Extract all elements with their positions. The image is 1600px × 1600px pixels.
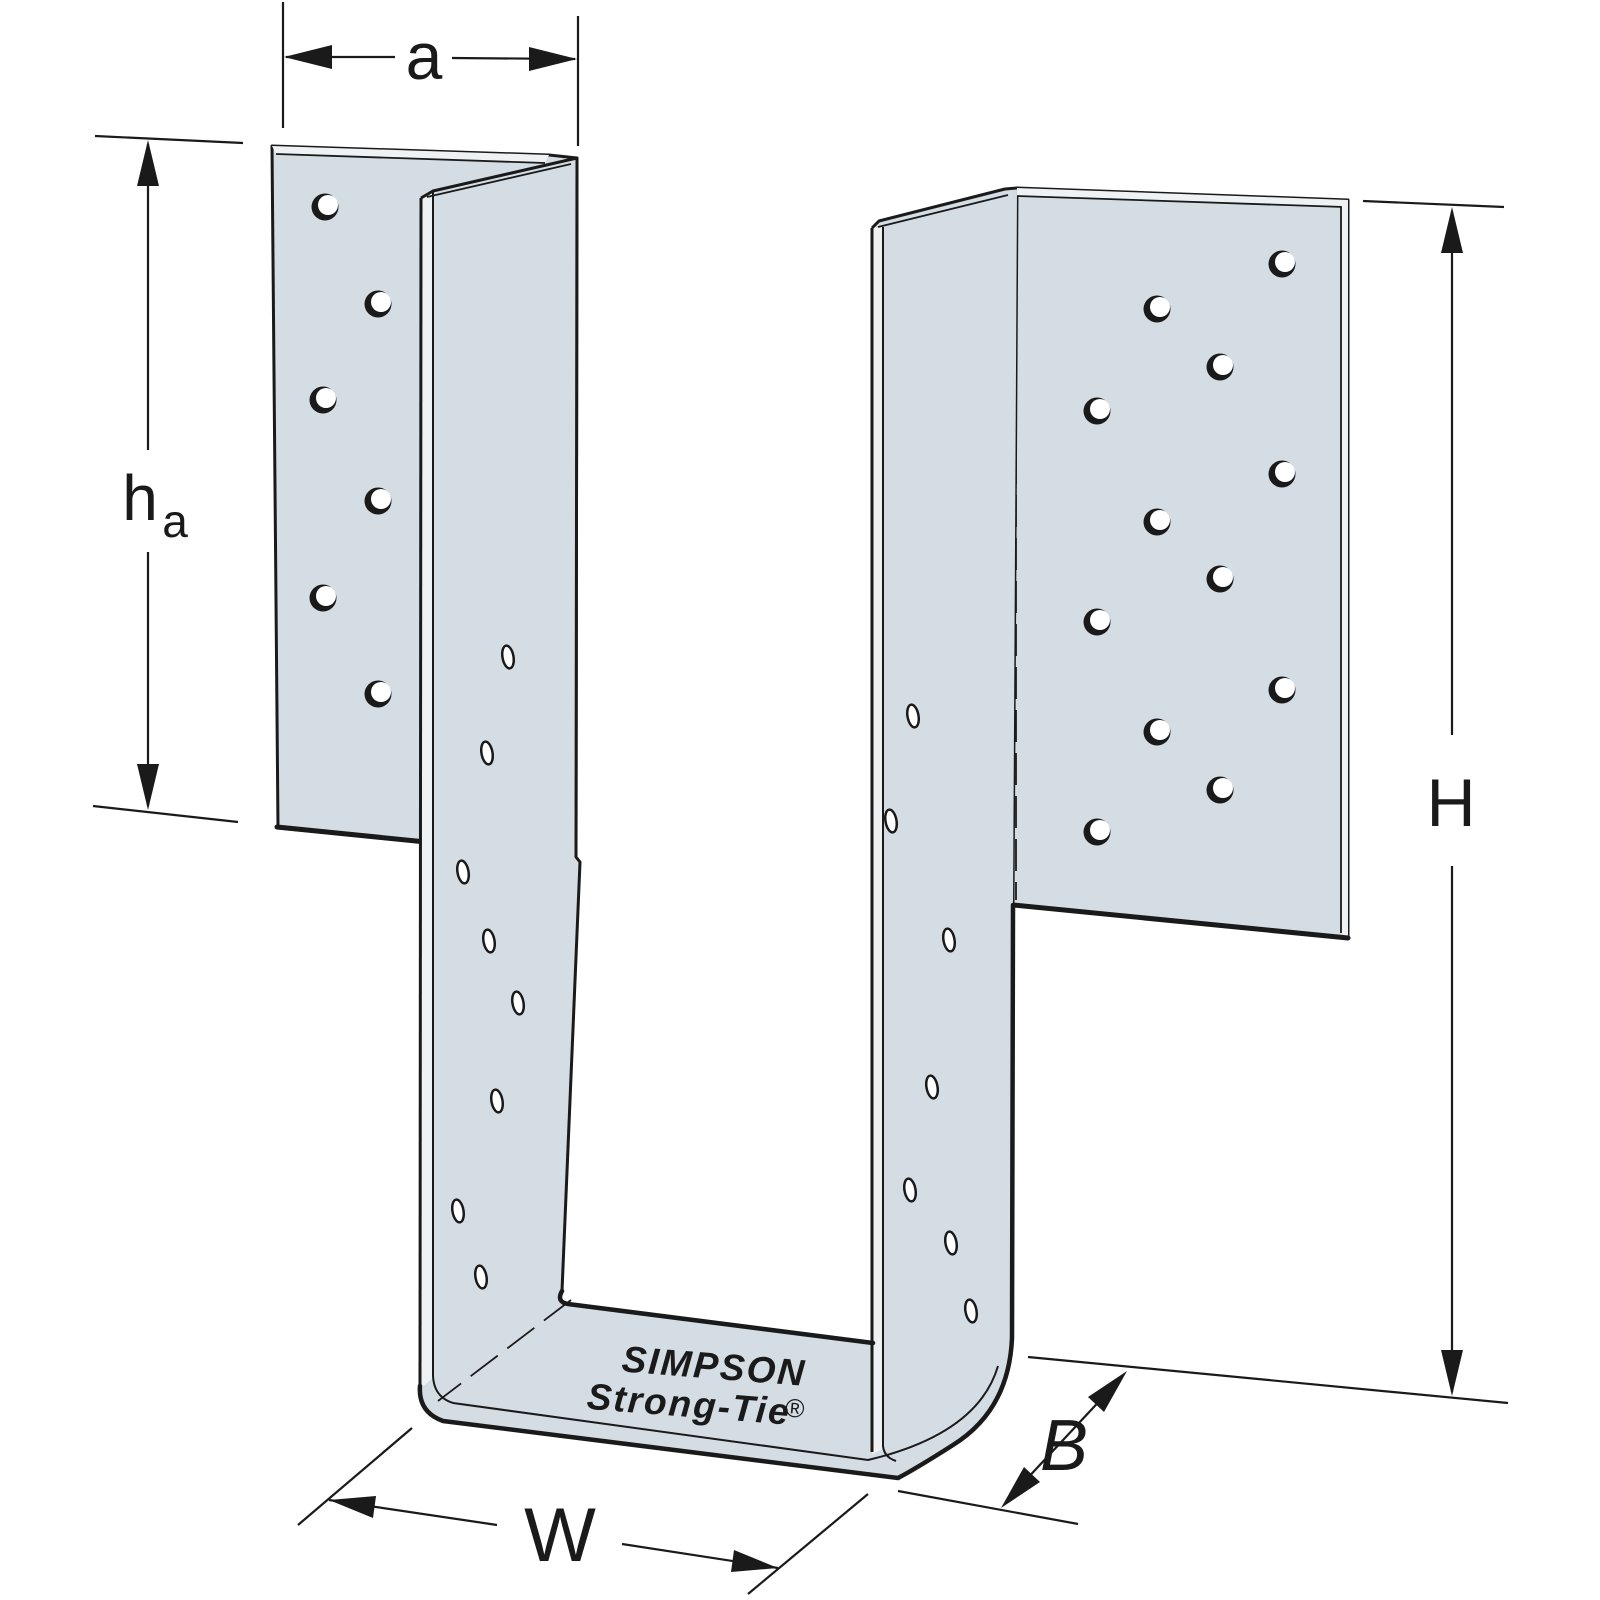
- H-arrowhead-top: [1441, 207, 1463, 253]
- left-web-front-edge: [421, 191, 433, 1388]
- H-arrowhead-bottom: [1441, 1350, 1463, 1396]
- slot-holes-left-web: [450, 644, 526, 1290]
- a-label: a: [406, 19, 443, 93]
- ha-extension-line-top: [94, 134, 244, 145]
- H-label: H: [1426, 765, 1475, 841]
- B-arrowhead-lower: [1001, 1467, 1040, 1508]
- W-arrowhead-left: [329, 1496, 376, 1518]
- ha-label-base: h: [122, 462, 158, 534]
- registered-mark: ®: [784, 1392, 806, 1423]
- W-extension-line-left: [297, 1427, 413, 1526]
- ha-label-sub: a: [162, 495, 188, 547]
- ha-arrowhead-bottom: [137, 764, 159, 810]
- seat-fold-line: [437, 1299, 572, 1402]
- ha-arrowhead-top: [137, 140, 159, 186]
- right-flange: [1010, 186, 1351, 941]
- left-flange-bottom-edge: [274, 824, 429, 845]
- dimension-H: H: [1362, 199, 1505, 1396]
- slot-holes-right-web: [883, 703, 979, 1324]
- right-flange-top-edge: [1017, 188, 1348, 207]
- H-extension-line-top: [1362, 199, 1505, 209]
- a-arrowhead-right: [529, 47, 577, 71]
- nail-holes-left-flange: [309, 193, 392, 708]
- body-bottom-outline: [417, 902, 1016, 1481]
- B-label: B: [1040, 1406, 1088, 1486]
- hanger-body: SIMPSON Strong-Tie ®: [417, 156, 1018, 1481]
- right-flange-side-edge: [1341, 200, 1348, 938]
- seat-inner-front-edge: [452, 1365, 999, 1462]
- W-extension-line-right: [747, 1493, 869, 1595]
- W-label: W: [524, 1493, 596, 1578]
- a-arrowhead-left: [284, 45, 332, 69]
- W-arrowhead-right: [731, 1550, 778, 1572]
- dimension-ha: h a: [92, 134, 244, 824]
- nail-holes-right-flange: [1083, 250, 1296, 846]
- dimension-B: B: [897, 1355, 1509, 1526]
- right-flange-bottom-edge: [1010, 902, 1351, 941]
- B-extension-line-top: [1027, 1355, 1509, 1405]
- seat-back-edge: [557, 1288, 876, 1346]
- ha-extension-line-bottom: [92, 804, 239, 824]
- dimension-W: W: [297, 1427, 869, 1595]
- B-extension-line-bottom: [897, 1489, 1079, 1526]
- B-arrowhead-upper: [1088, 1371, 1127, 1412]
- dimension-a: a: [281, 2, 580, 146]
- right-web-front-edge: [872, 227, 883, 1454]
- left-flange-top-edge: [272, 146, 549, 163]
